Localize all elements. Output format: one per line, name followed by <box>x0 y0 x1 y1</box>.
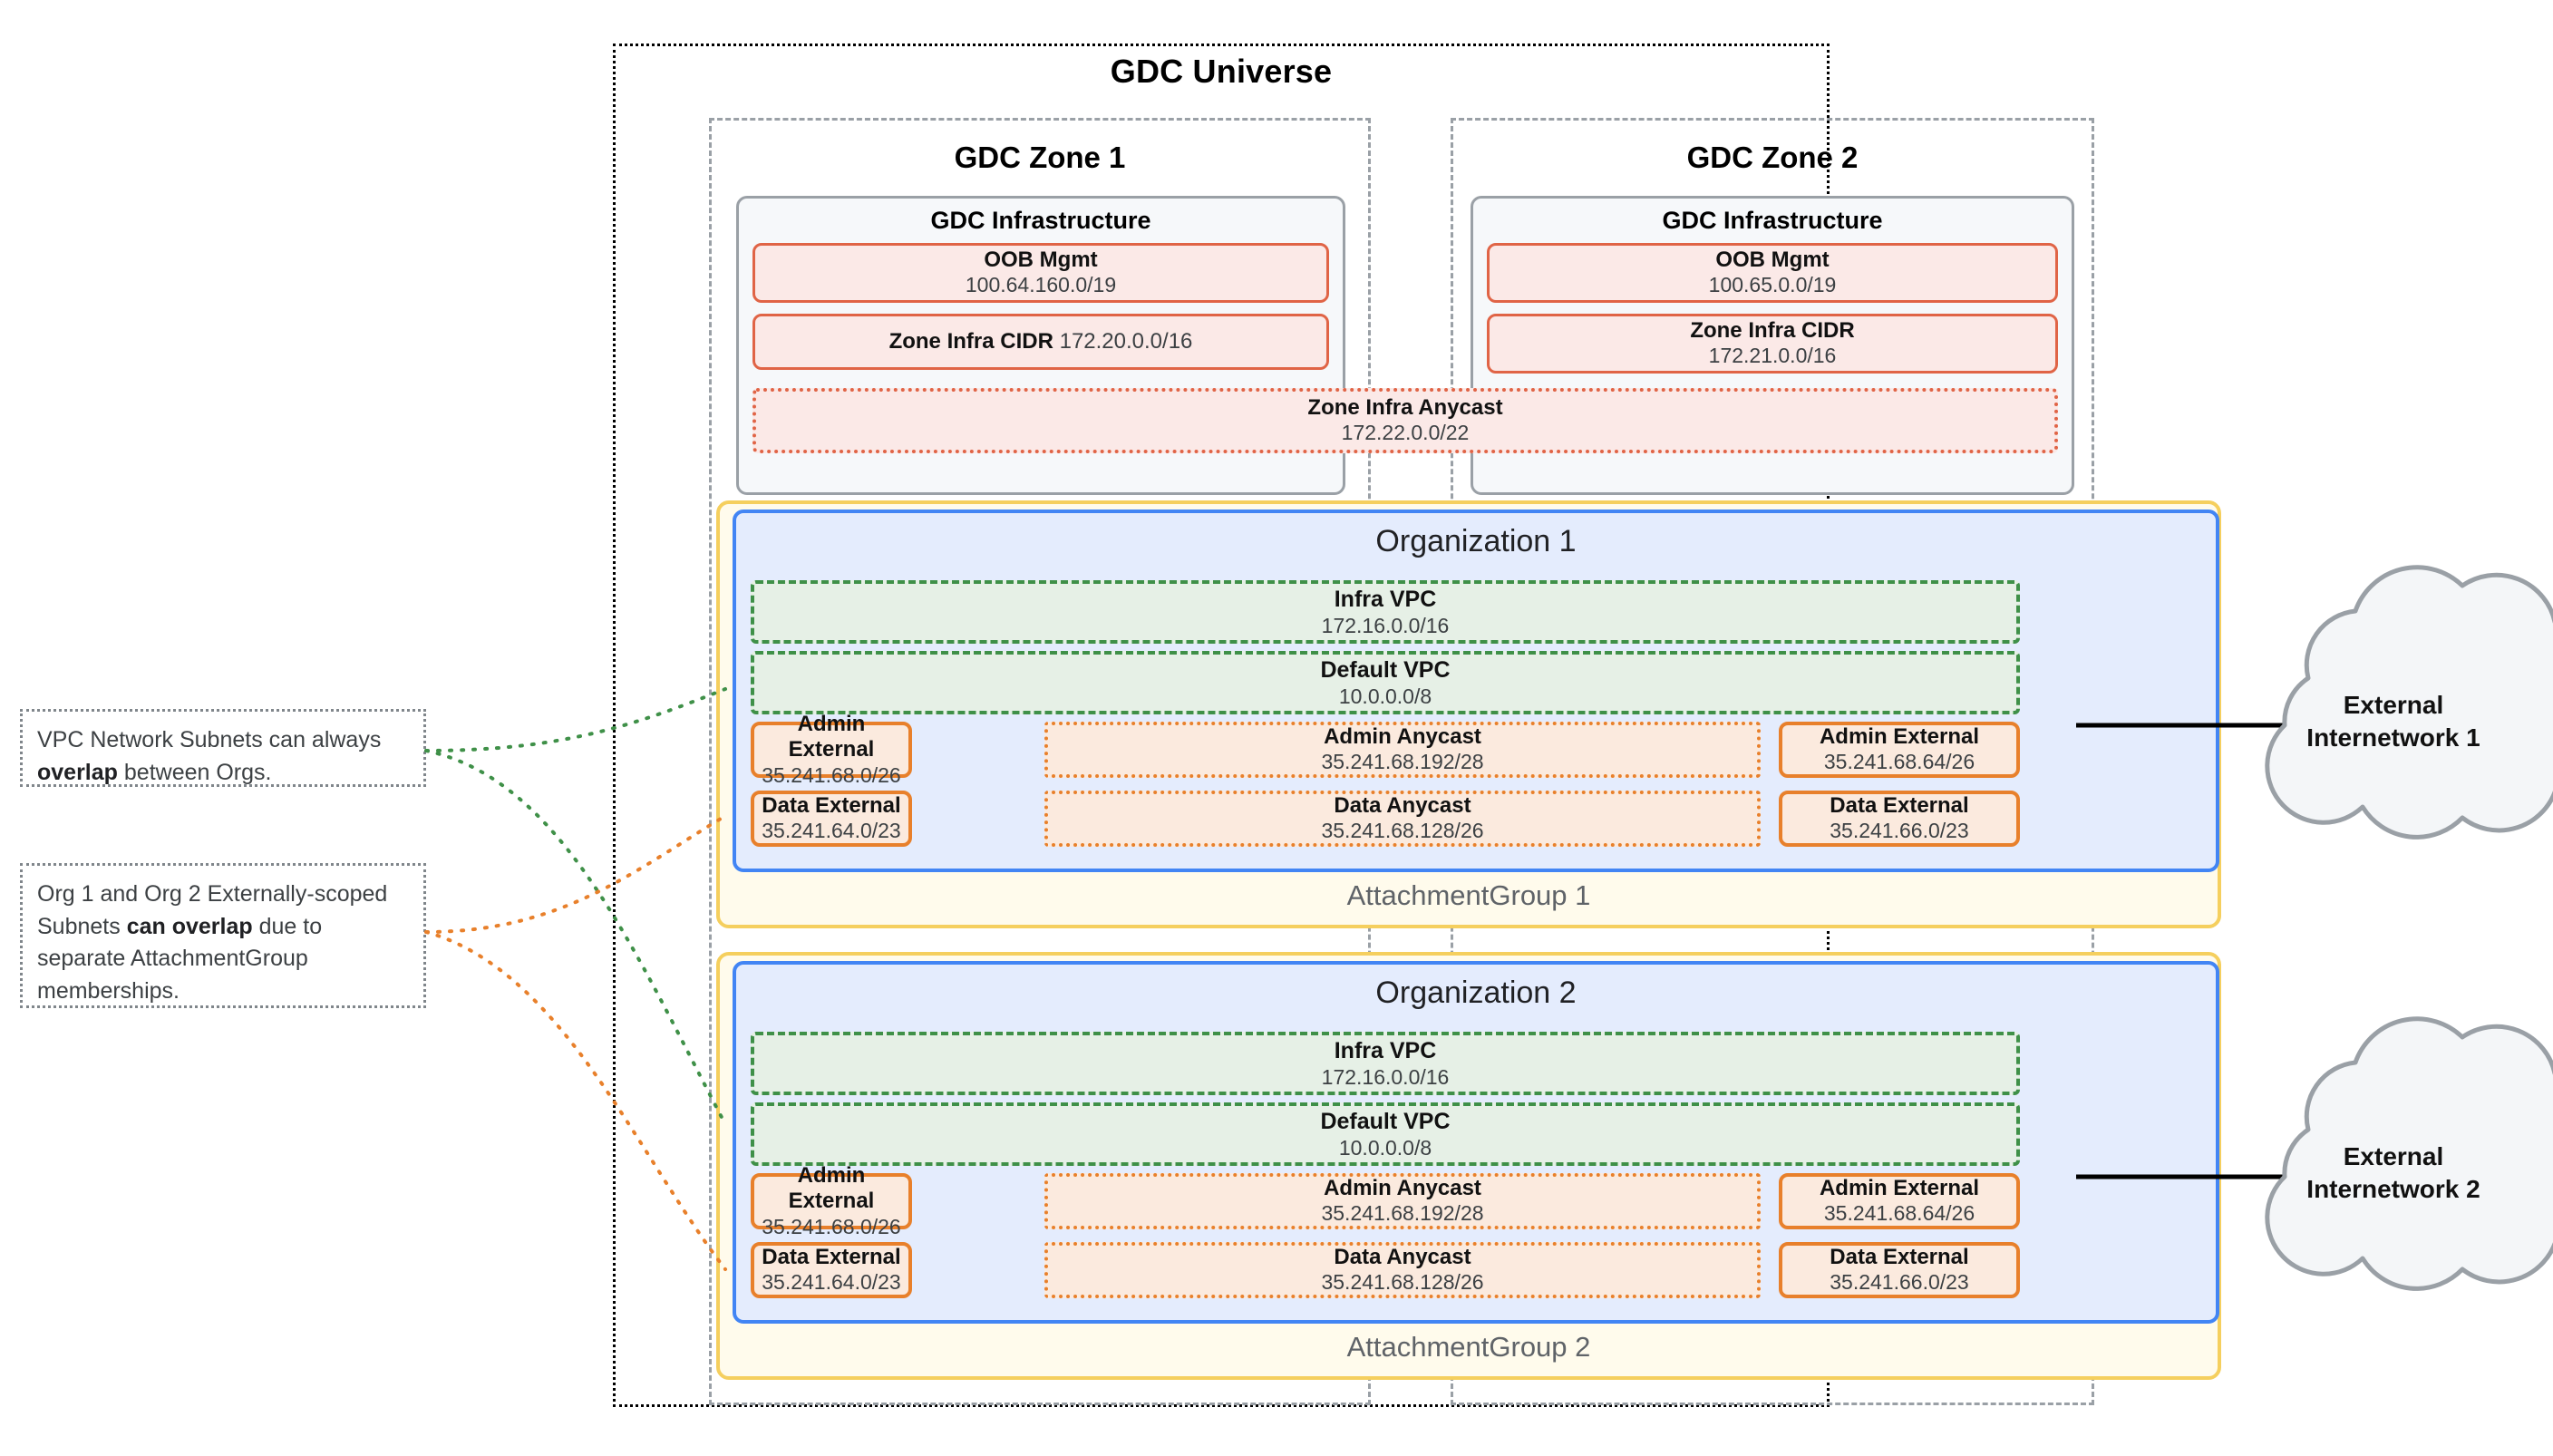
zone-infra-cidr-inline-zone1: Zone Infra CIDR 172.20.0.0/16 <box>889 329 1193 355</box>
admin-external-left-cidr-org2: 35.241.68.0/26 <box>762 1214 901 1238</box>
admin-anycast-box-org1: Admin Anycast 35.241.68.192/28 <box>1044 722 1761 778</box>
default-vpc-cidr-org2: 10.0.0.0/8 <box>1338 1135 1432 1160</box>
admin-external-left-box-org1: Admin External 35.241.68.0/26 <box>751 712 912 787</box>
data-anycast-title-org1: Data Anycast <box>1334 793 1471 819</box>
organization-2-title: Organization 2 <box>1375 976 1577 1010</box>
oob-mgmt-title-zone1: OOB Mgmt <box>984 248 1098 273</box>
data-external-right-cidr-org1: 35.241.66.0/23 <box>1830 819 1969 843</box>
callout-external-scoped-overlap: Org 1 and Org 2 Externally-scoped Subnet… <box>20 863 426 1008</box>
default-vpc-title-org2: Default VPC <box>1320 1108 1451 1134</box>
zone-infra-cidr-title-zone1: Zone Infra CIDR <box>888 328 1053 354</box>
gdc-infrastructure-title-zone1: GDC Infrastructure <box>930 207 1151 234</box>
admin-external-left-cidr-org1: 35.241.68.0/26 <box>762 762 901 787</box>
admin-external-right-cidr-org2: 35.241.68.64/26 <box>1823 1201 1975 1226</box>
data-external-right-box-org1: Data External 35.241.66.0/23 <box>1779 791 2020 847</box>
data-external-left-box-org2: Data External 35.241.64.0/23 <box>751 1242 912 1298</box>
admin-anycast-box-org2: Admin Anycast 35.241.68.192/28 <box>1044 1173 1761 1229</box>
external-internetwork-1-label: External Internetwork 1 <box>2267 689 2520 754</box>
data-external-right-cidr-org2: 35.241.66.0/23 <box>1830 1270 1969 1295</box>
callout-2-text-before: Org 1 and Org 2 Externally-scoped Subnet… <box>37 881 388 939</box>
admin-anycast-cidr-org2: 35.241.68.192/28 <box>1321 1201 1484 1226</box>
external-internetwork-1-line1: External <box>2343 691 2444 719</box>
data-external-left-cidr-org2: 35.241.64.0/23 <box>762 1270 901 1295</box>
external-internetwork-2-line2: Internetwork 2 <box>2306 1174 2480 1203</box>
data-external-left-box-org1: Data External 35.241.64.0/23 <box>751 791 912 847</box>
admin-external-left-title-org1: Admin External <box>788 711 875 762</box>
attachment-group-1-label: AttachmentGroup 1 <box>1346 879 1591 911</box>
callout-1-text-after: between Orgs. <box>117 759 272 785</box>
infra-vpc-cidr-org2: 172.16.0.0/16 <box>1321 1064 1450 1089</box>
gdc-infrastructure-title-zone2: GDC Infrastructure <box>1662 207 1883 234</box>
admin-external-right-title-org2: Admin External <box>1819 1176 1980 1201</box>
external-internetwork-2-label: External Internetwork 2 <box>2267 1141 2520 1206</box>
zone-infra-anycast-cidr: 172.22.0.0/22 <box>1341 421 1470 444</box>
oob-mgmt-cidr-zone2: 100.65.0.0/19 <box>1708 273 1837 296</box>
callout-2-text-after: due to separate AttachmentGroup membersh… <box>37 913 323 1004</box>
oob-mgmt-title-zone2: OOB Mgmt <box>1715 248 1830 273</box>
admin-anycast-title-org1: Admin Anycast <box>1324 724 1481 750</box>
infra-vpc-cidr-org1: 172.16.0.0/16 <box>1321 613 1450 637</box>
zone-infra-anycast-box: Zone Infra Anycast 172.22.0.0/22 <box>752 388 2058 453</box>
external-internetwork-2-line1: External <box>2343 1142 2444 1170</box>
organization-1-title: Organization 1 <box>1375 524 1577 558</box>
zone-infra-cidr-value-zone1: 172.20.0.0/16 <box>1059 328 1193 354</box>
data-external-right-title-org2: Data External <box>1830 1245 1969 1270</box>
data-anycast-box-org2: Data Anycast 35.241.68.128/26 <box>1044 1242 1761 1298</box>
data-anycast-title-org2: Data Anycast <box>1334 1245 1471 1270</box>
admin-external-right-title-org1: Admin External <box>1819 724 1980 750</box>
attachment-group-2-label: AttachmentGroup 2 <box>1346 1331 1591 1363</box>
data-anycast-cidr-org1: 35.241.68.128/26 <box>1321 819 1484 843</box>
default-vpc-box-org2: Default VPC 10.0.0.0/8 <box>751 1102 2020 1166</box>
zone-infra-anycast-title: Zone Infra Anycast <box>1307 395 1503 421</box>
gdc-universe-title: GDC Universe <box>1110 53 1333 90</box>
gdc-zone-2-title: GDC Zone 2 <box>1686 141 1859 174</box>
oob-mgmt-box-zone2: OOB Mgmt 100.65.0.0/19 <box>1487 243 2058 303</box>
zone-infra-cidr-box-zone2: Zone Infra CIDR 172.21.0.0/16 <box>1487 314 2058 374</box>
callout-1-text-before: VPC Network Subnets can always <box>37 727 382 752</box>
external-internetwork-1-line2: Internetwork 1 <box>2306 723 2480 752</box>
infra-vpc-box-org2: Infra VPC 172.16.0.0/16 <box>751 1032 2020 1095</box>
infra-vpc-box-org1: Infra VPC 172.16.0.0/16 <box>751 580 2020 644</box>
infra-vpc-title-org1: Infra VPC <box>1334 586 1437 612</box>
zone-infra-cidr-title-zone2: Zone Infra CIDR <box>1690 318 1855 344</box>
callout-vpc-overlap: VPC Network Subnets can always overlap b… <box>20 709 426 787</box>
default-vpc-cidr-org1: 10.0.0.0/8 <box>1338 684 1432 708</box>
data-external-right-box-org2: Data External 35.241.66.0/23 <box>1779 1242 2020 1298</box>
data-external-left-title-org1: Data External <box>762 793 901 819</box>
oob-mgmt-box-zone1: OOB Mgmt 100.64.160.0/19 <box>752 243 1329 303</box>
admin-external-right-cidr-org1: 35.241.68.64/26 <box>1823 750 1975 774</box>
zone-infra-cidr-value-zone2: 172.21.0.0/16 <box>1708 344 1837 367</box>
default-vpc-title-org1: Default VPC <box>1320 656 1451 683</box>
admin-anycast-cidr-org1: 35.241.68.192/28 <box>1321 750 1484 774</box>
admin-anycast-title-org2: Admin Anycast <box>1324 1176 1481 1201</box>
admin-external-left-box-org2: Admin External 35.241.68.0/26 <box>751 1163 912 1238</box>
admin-external-right-box-org1: Admin External 35.241.68.64/26 <box>1779 722 2020 778</box>
data-external-left-cidr-org1: 35.241.64.0/23 <box>762 819 901 843</box>
gdc-zone-1-title: GDC Zone 1 <box>954 141 1126 174</box>
default-vpc-box-org1: Default VPC 10.0.0.0/8 <box>751 651 2020 714</box>
data-anycast-box-org1: Data Anycast 35.241.68.128/26 <box>1044 791 1761 847</box>
data-anycast-cidr-org2: 35.241.68.128/26 <box>1321 1270 1484 1295</box>
zone-infra-cidr-box-zone1: Zone Infra CIDR 172.20.0.0/16 <box>752 314 1329 370</box>
data-external-left-title-org2: Data External <box>762 1245 901 1270</box>
callout-1-bold: overlap <box>37 759 118 785</box>
admin-external-right-box-org2: Admin External 35.241.68.64/26 <box>1779 1173 2020 1229</box>
oob-mgmt-cidr-zone1: 100.64.160.0/19 <box>965 273 1117 296</box>
data-external-right-title-org1: Data External <box>1830 793 1969 819</box>
infra-vpc-title-org2: Infra VPC <box>1334 1037 1437 1063</box>
callout-2-bold: can overlap <box>126 913 253 939</box>
admin-external-left-title-org2: Admin External <box>788 1162 875 1214</box>
